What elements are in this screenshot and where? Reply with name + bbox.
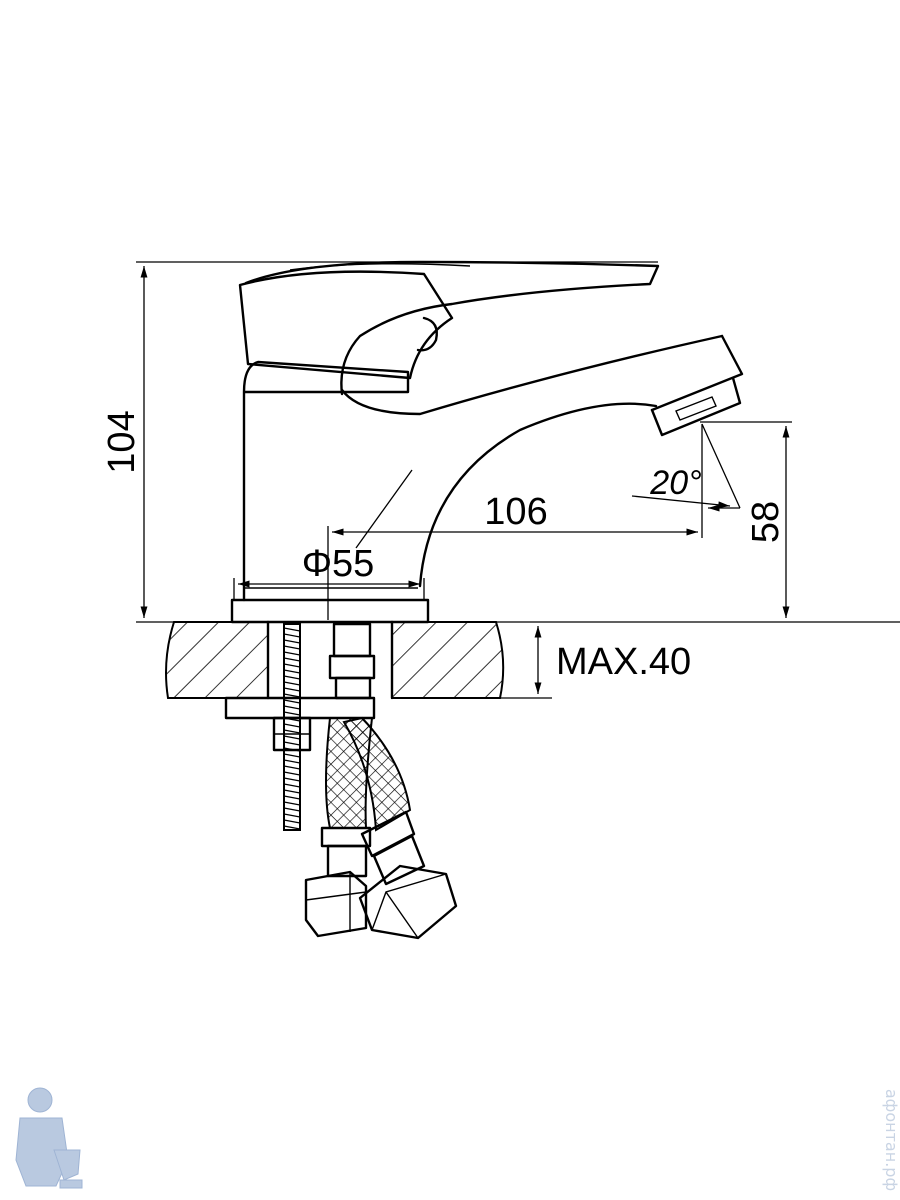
- stud-thread: [283, 777, 301, 782]
- stud-thread: [283, 663, 301, 668]
- spray-angle-label: 20°: [649, 464, 701, 502]
- stud-thread: [283, 735, 301, 740]
- dimension-reach-106: 106: [327, 424, 703, 620]
- dimension-height-58: 58: [700, 421, 792, 618]
- stud-thread: [283, 627, 301, 632]
- plumber-logo: [15, 1087, 83, 1189]
- stud-thread: [283, 753, 301, 758]
- stud-thread: [283, 645, 301, 650]
- stud-thread: [283, 681, 301, 686]
- stud-thread: [283, 639, 301, 644]
- stud-thread: [283, 741, 301, 746]
- stud-thread: [283, 693, 301, 698]
- dimension-height-104: 104: [101, 261, 658, 618]
- stud-thread: [283, 819, 301, 824]
- stud-thread: [283, 675, 301, 680]
- stud-thread: [283, 783, 301, 788]
- stud-thread: [283, 651, 301, 656]
- stud-thread: [283, 789, 301, 794]
- stud-thread: [283, 801, 301, 806]
- stud-thread: [283, 825, 301, 830]
- height-total-label: 104: [101, 410, 143, 473]
- outlet-height-label: 58: [745, 501, 787, 543]
- base-diameter-label: Φ55: [302, 543, 375, 585]
- stud-thread: [283, 657, 301, 662]
- stud-thread: [283, 771, 301, 776]
- spout-reach-label: 106: [484, 491, 547, 533]
- dimension-max-40: MAX.40: [500, 626, 691, 699]
- stud-thread: [283, 711, 301, 716]
- stud-thread: [283, 759, 301, 764]
- stud-thread: [283, 687, 301, 692]
- stud-thread: [283, 795, 301, 800]
- watermark-vertical-text: афонтан.рф: [882, 1089, 900, 1191]
- dimension-angle-20: 20°: [631, 423, 741, 512]
- stud-thread: [283, 633, 301, 638]
- max-thickness-label: MAX.40: [556, 641, 691, 683]
- stud-thread: [283, 705, 301, 710]
- dimension-diameter-55: Φ55: [233, 469, 425, 600]
- stud-thread: [283, 765, 301, 770]
- stud-thread: [283, 729, 301, 734]
- stud-thread: [283, 669, 301, 674]
- supply-hoses: [304, 716, 458, 940]
- mounting-hardware: [224, 622, 376, 831]
- stud-thread: [283, 813, 301, 818]
- countertop-section: [136, 620, 900, 700]
- stud-thread: [283, 723, 301, 728]
- stud-thread: [283, 699, 301, 704]
- stud-thread: [283, 807, 301, 812]
